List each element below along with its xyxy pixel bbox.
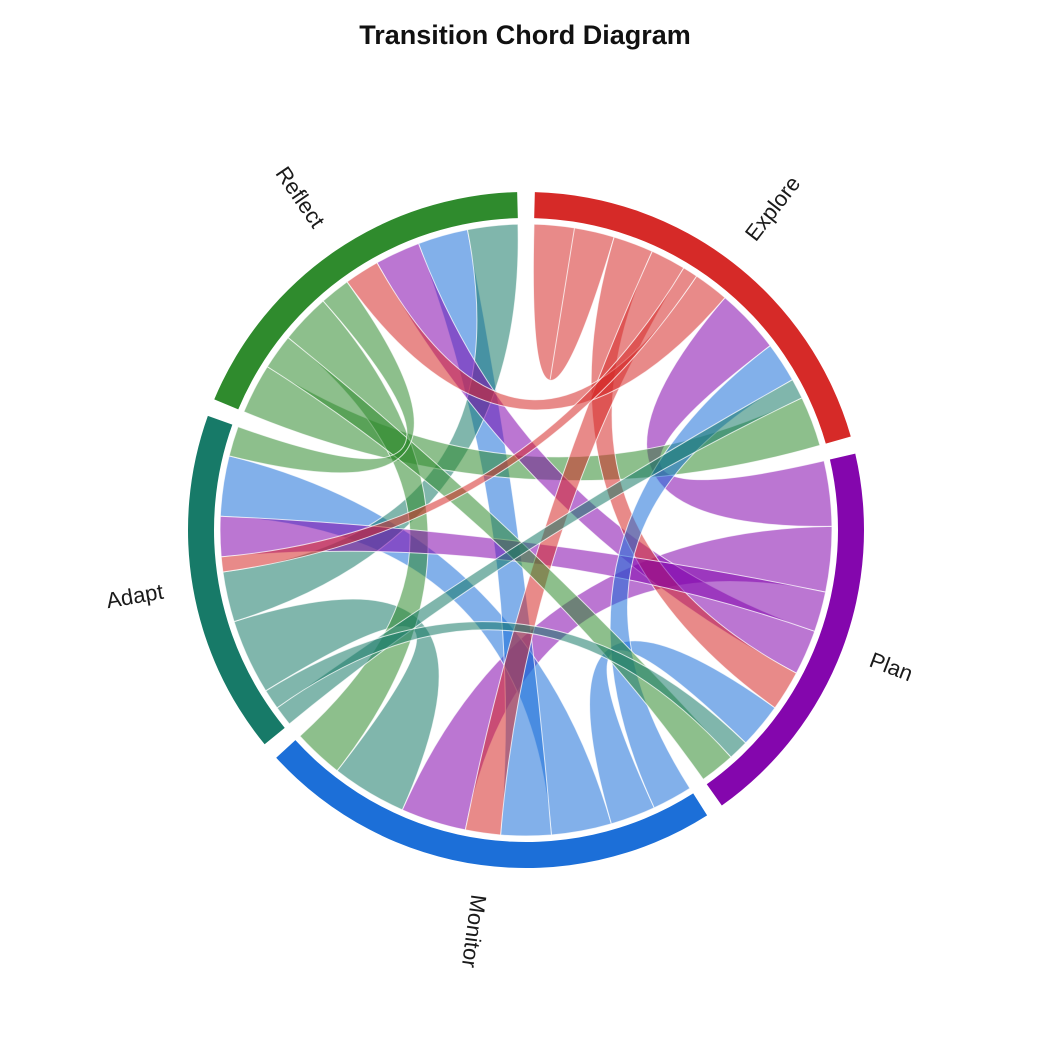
ribbon-layer [219,223,833,837]
sector-label-explore: Explore [740,171,805,245]
sector-arc-adapt [187,415,285,745]
sector-label-adapt: Adapt [104,579,165,613]
sector-arc-explore [534,192,851,444]
sector-arc-plan [706,453,865,806]
sector-arc-layer [187,192,865,868]
ribbon-explore-to-adapt [220,267,698,573]
sector-label-monitor: Monitor [457,893,491,969]
sector-label-reflect: Reflect [271,162,330,233]
ribbon-adapt-to-plan [265,621,747,758]
sector-label-plan: Plan [866,647,916,686]
sector-arc-monitor [276,740,708,868]
ribbon-reflect-to-monitor [287,300,429,772]
ribbon-explore-to-explore [532,223,615,381]
chart-title: Transition Chord Diagram [359,20,691,50]
sector-arc-reflect [214,192,518,410]
ribbon-reflect-to-adapt [228,281,415,474]
